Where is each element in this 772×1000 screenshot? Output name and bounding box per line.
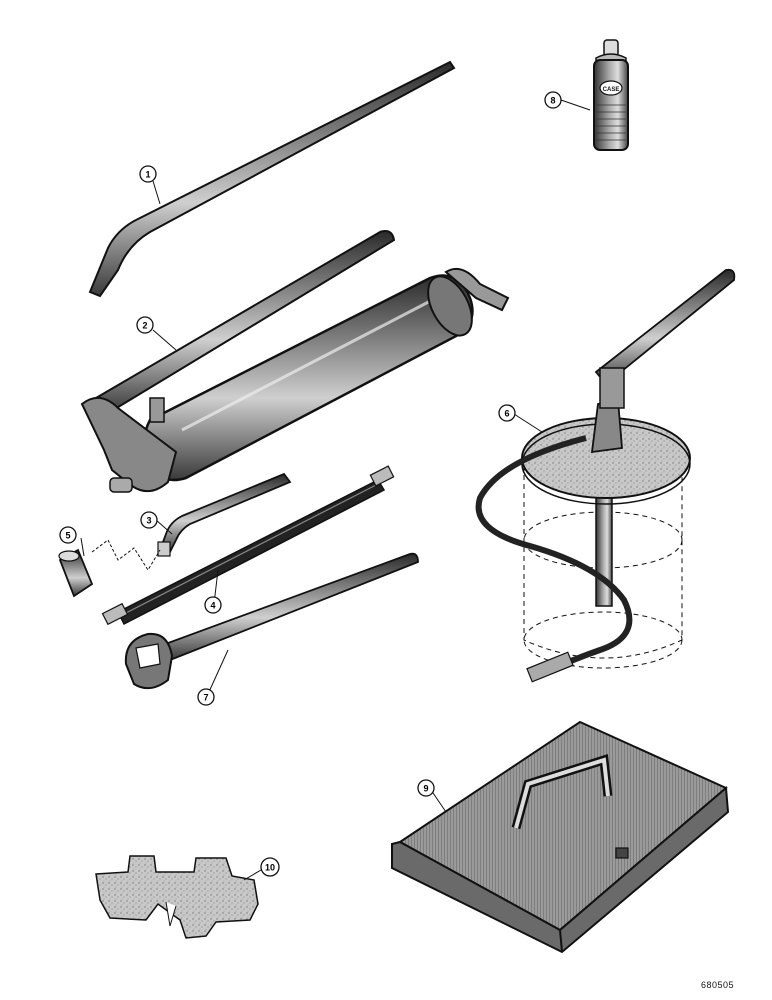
- can-brand-label: CASE: [603, 87, 620, 93]
- callout-8: 8: [544, 91, 562, 109]
- aerosol-can: CASE: [593, 39, 629, 151]
- bent-bar-tool: [88, 60, 456, 298]
- flexible-hose: [101, 465, 395, 626]
- callout-2: 2: [136, 316, 154, 334]
- svg-text:6: 6: [504, 409, 509, 419]
- callout-6: 6: [498, 404, 516, 422]
- callout-4: 4: [204, 596, 222, 614]
- svg-text:10: 10: [265, 863, 275, 873]
- figure-code: 680505: [700, 980, 734, 990]
- coupler-fitting: [58, 539, 161, 598]
- callout-10: 10: [260, 857, 280, 877]
- grease-gun: [80, 230, 510, 493]
- svg-text:4: 4: [210, 601, 215, 611]
- socket-wrench: [124, 552, 419, 690]
- callout-5: 5: [59, 526, 77, 544]
- svg-text:2: 2: [142, 321, 147, 331]
- svg-text:5: 5: [65, 531, 70, 541]
- svg-text:9: 9: [423, 784, 428, 794]
- callout-3: 3: [140, 511, 158, 529]
- svg-text:1: 1: [145, 170, 150, 180]
- gasket: [95, 855, 259, 939]
- svg-text:8: 8: [550, 96, 555, 106]
- tool-box: [391, 720, 730, 954]
- svg-text:7: 7: [203, 693, 208, 703]
- callout-7: 7: [197, 688, 215, 706]
- svg-text:3: 3: [146, 516, 151, 526]
- callout-9: 9: [417, 779, 435, 797]
- bent-extension: [157, 472, 292, 557]
- callout-1: 1: [139, 165, 157, 183]
- bucket-pump: [475, 268, 736, 683]
